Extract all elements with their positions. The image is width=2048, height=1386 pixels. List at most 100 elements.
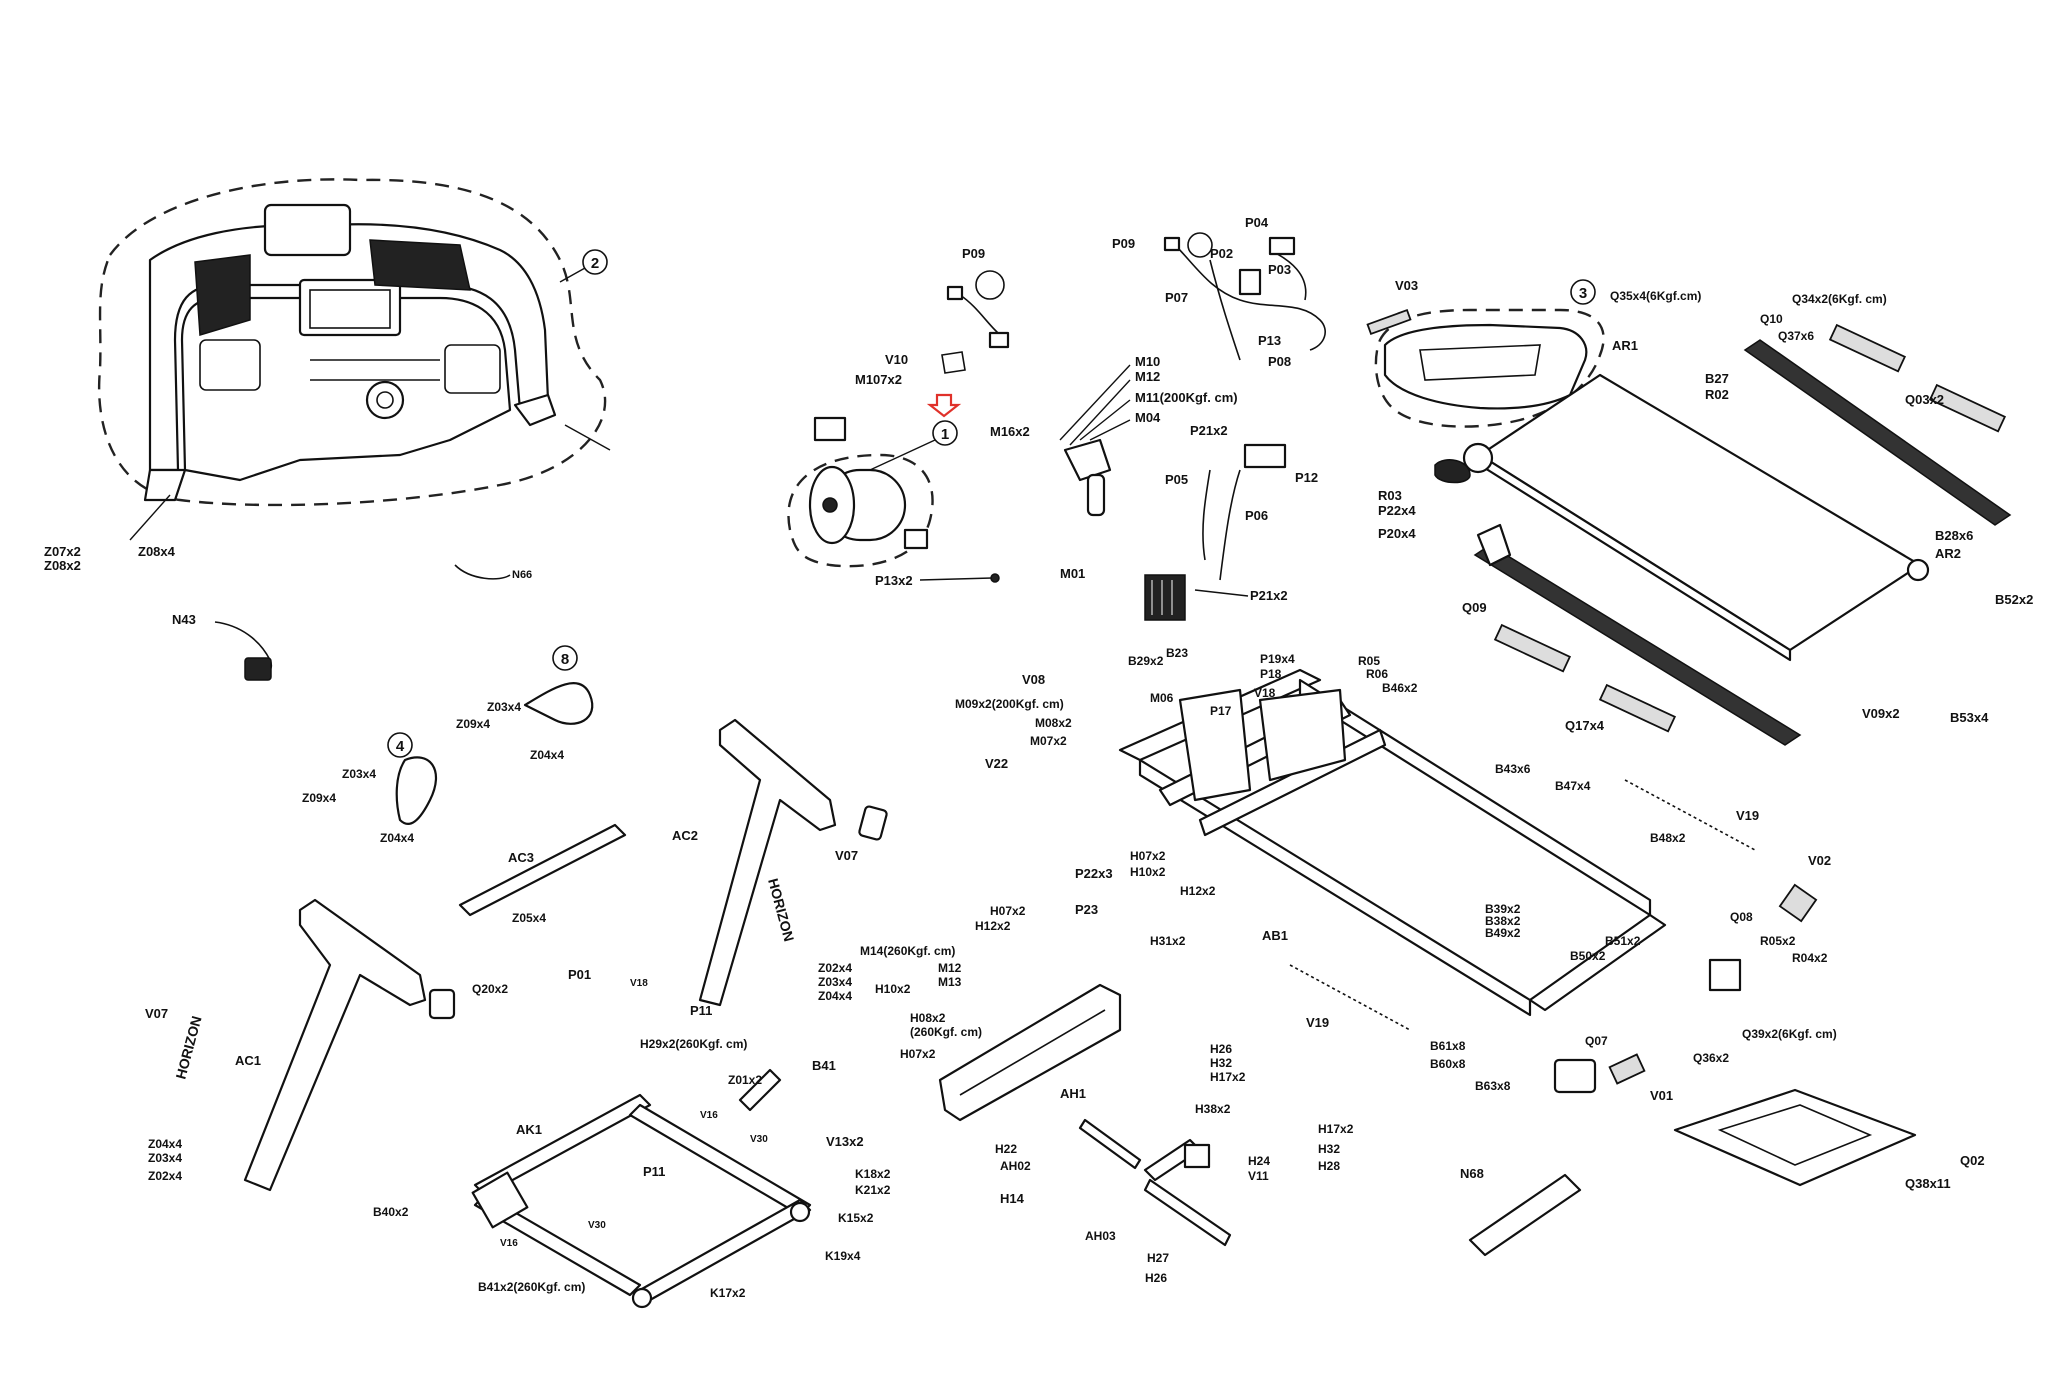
label-b46: B46x2 — [1382, 681, 1418, 695]
callout-4: 4 — [396, 738, 405, 755]
label-b28: B28x6 — [1935, 528, 1973, 543]
label-z02b: Z02x4 — [148, 1169, 182, 1183]
callout-8: 8 — [561, 651, 569, 668]
label-q36: Q36x2 — [1693, 1051, 1729, 1065]
incline-assembly: P22x3 P23 H07x2 H10x2 H12x2 H07x2 H12x2 … — [860, 849, 1216, 1122]
callout-3: 3 — [1579, 285, 1587, 302]
label-m09: M09x2(200Kgf. cm) — [955, 697, 1064, 711]
label-q34: Q34x2(6Kgf. cm) — [1792, 292, 1887, 306]
label-z04b: Z04x4 — [380, 831, 414, 845]
label-r03: R03 — [1378, 488, 1402, 503]
label-p05: P05 — [1165, 472, 1188, 487]
label-p07: P07 — [1165, 290, 1188, 305]
label-z03b: Z03x4 — [342, 767, 376, 781]
label-ah1: AH1 — [1060, 1086, 1086, 1101]
label-h22: H22 — [995, 1142, 1017, 1156]
cable-n43: N43 N66 — [172, 564, 532, 681]
label-ab1: AB1 — [1262, 928, 1288, 943]
label-n43: N43 — [172, 612, 196, 627]
label-k15: K15x2 — [838, 1211, 874, 1225]
controller-m01: M01 P21x2 — [1060, 566, 1288, 621]
label-m08: M08x2 — [1035, 716, 1072, 730]
label-ac1: AC1 — [235, 1053, 261, 1068]
label-v13: V13x2 — [826, 1134, 864, 1149]
label-z03d: Z03x4 — [148, 1151, 182, 1165]
label-h08: H08x2 — [910, 1011, 946, 1025]
brand-text-ac1: HORIZON — [172, 1014, 204, 1081]
label-q03: Q03x2 — [1905, 392, 1944, 407]
label-z04a: Z04x4 — [530, 748, 564, 762]
red-arrow-icon — [926, 393, 962, 418]
label-p19: P19x4 — [1260, 652, 1295, 666]
label-v30a: V30 — [750, 1134, 768, 1145]
label-b61: B61x8 — [1430, 1039, 1466, 1053]
label-h38: H38x2 — [1195, 1102, 1231, 1116]
label-b63: B63x8 — [1475, 1079, 1511, 1093]
label-b38: B38x2 — [1485, 914, 1521, 928]
label-h28: H28 — [1318, 1159, 1340, 1173]
upright-ac1: HORIZON V07 AC1 Q20x2 Z04x4 Z03x4 Z02x4 — [145, 898, 508, 1192]
label-p09: P09 — [962, 246, 985, 261]
label-k17: K17x2 — [710, 1286, 746, 1300]
label-m107: M107x2 — [855, 372, 902, 387]
label-h27: H27 — [1147, 1251, 1169, 1265]
label-ac3: AC3 — [508, 850, 534, 865]
label-k18: K18x2 — [855, 1167, 891, 1181]
label-v18b: V18 — [1254, 686, 1276, 700]
label-v08: V08 — [1022, 672, 1045, 687]
label-k21: K21x2 — [855, 1183, 891, 1197]
label-p04: P04 — [1245, 215, 1269, 230]
label-m14: M14(260Kgf. cm) — [860, 944, 955, 958]
label-p08: P08 — [1268, 354, 1291, 369]
label-z08: Z08x2 — [44, 558, 81, 573]
label-h14: H14 — [1000, 1191, 1025, 1206]
label-z07: Z07x2 — [44, 544, 81, 559]
speed-sensor-group: M10 M12 M11(200Kgf. cm) M04 M16x2 — [990, 354, 1238, 517]
label-p11a: P11 — [690, 1003, 712, 1018]
label-b60: B60x8 — [1430, 1057, 1466, 1071]
label-r04: R04x2 — [1792, 951, 1828, 965]
label-v16a: V16 — [700, 1110, 718, 1121]
label-v18: V18 — [630, 978, 648, 989]
label-p17: P17 — [1210, 704, 1232, 718]
label-v02: V02 — [1808, 853, 1831, 868]
label-p13x2: P13x2 — [875, 573, 913, 588]
label-m16: M16x2 — [990, 424, 1030, 439]
label-v01: V01 — [1650, 1088, 1673, 1103]
label-z01: Z01x2 — [728, 1073, 762, 1087]
label-b39: B39x2 — [1485, 902, 1521, 916]
label-m12: M12 — [1135, 369, 1160, 384]
label-q20: Q20x2 — [472, 982, 508, 996]
label-h07c: H07x2 — [900, 1047, 936, 1061]
label-m13: M13 — [938, 975, 962, 989]
label-b48: B48x2 — [1650, 831, 1686, 845]
label-h07b: H07x2 — [990, 904, 1026, 918]
label-b52: B52x2 — [1995, 592, 2033, 607]
label-b50: B50x2 — [1570, 949, 1606, 963]
label-ak1: AK1 — [516, 1122, 542, 1137]
label-b41x2: B41x2(260Kgf. cm) — [478, 1280, 585, 1294]
console-assembly: 2 Z07x2 Z08x2 Z08x4 — [44, 178, 611, 573]
label-p18: P18 — [1260, 667, 1282, 681]
label-m01: M01 — [1060, 566, 1085, 581]
label-b49: B49x2 — [1485, 926, 1521, 940]
label-v22: V22 — [985, 756, 1008, 771]
wiring-harness: P09 P04 P02 P03 P07 P13 P08 — [1112, 215, 1326, 369]
label-m04: M04 — [1135, 410, 1161, 425]
label-z03c: Z03x4 — [818, 975, 852, 989]
label-m10: M10 — [1135, 354, 1160, 369]
label-p23: P23 — [1075, 902, 1098, 917]
label-p06: P06 — [1245, 508, 1268, 523]
label-n66: N66 — [512, 569, 532, 581]
right-components: Q08 R05x2 R04x2 Q36x2 Q39x2(6Kgf. cm) Q0… — [1460, 910, 1985, 1257]
label-r05: R05 — [1358, 654, 1380, 668]
motor-hood-assembly: V03 3 Q35x4(6Kgf.cm) Q34x2(6Kgf. cm) Q10… — [1366, 278, 1887, 428]
label-b27: B27 — [1705, 371, 1729, 386]
label-h26a: H26 — [1210, 1042, 1232, 1056]
main-frame-ab1: V08 M09x2(200Kgf. cm) M08x2 M07x2 V22 B2… — [955, 646, 1831, 1093]
label-h10b: H10x2 — [875, 982, 911, 996]
label-h32a: H32 — [1210, 1056, 1232, 1070]
label-ah02: AH02 — [1000, 1159, 1031, 1173]
label-h29: H29x2(260Kgf. cm) — [640, 1037, 747, 1051]
